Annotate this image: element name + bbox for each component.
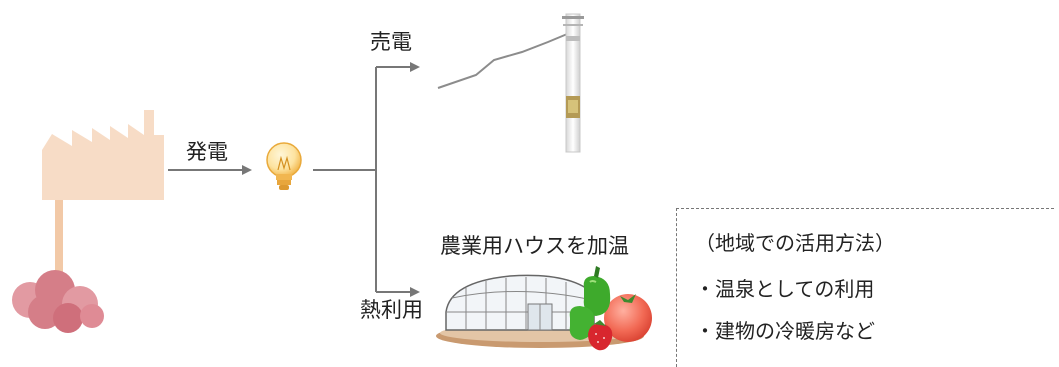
utility-pole-icon [562,13,584,153]
light-bulb-icon [266,142,302,190]
vegetables-icon [569,266,652,351]
label-generation: 発電 [186,140,228,164]
info-item-hot-spring: ・温泉としての利用 [695,277,875,301]
label-greenhouse-heating: 農業用ハウスを加温 [440,234,629,258]
branch-connector [313,67,377,292]
label-heat-use: 熱利用 [360,298,423,322]
info-item-heating-cooling: ・建物の冷暖房など [695,319,875,343]
info-box-title: （地域での活用方法） [695,231,895,255]
factory-icon [42,110,164,272]
power-line-icon [437,31,573,89]
label-sell-power: 売電 [370,30,412,54]
smoke-cloud-icon [12,270,104,333]
local-use-info-box: （地域での活用方法） ・温泉としての利用 ・建物の冷暖房など [676,208,1054,367]
